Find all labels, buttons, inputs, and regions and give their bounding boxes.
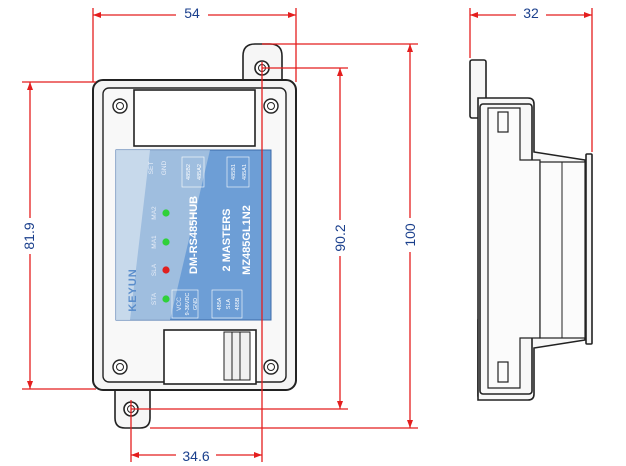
dimension-labels: 54 32 81.9 90.2 100 34.6 — [21, 5, 546, 464]
terminal-label-485b1: 485B1 — [231, 164, 237, 180]
led-sla — [162, 266, 170, 274]
terminal-label-485a: 485A — [217, 297, 223, 310]
side-view — [469, 59, 593, 401]
led-ma2 — [162, 209, 170, 217]
terminal-label-485a2: 485A2 — [197, 164, 203, 180]
led-label-sta: STA — [151, 292, 158, 305]
masters-label: 2 MASTERS — [221, 209, 233, 272]
led-label-ma2: MA2 — [151, 206, 158, 220]
terminal-label-485b: 485B — [235, 297, 241, 310]
led-ma1 — [162, 238, 170, 246]
screw-icon — [112, 98, 279, 375]
terminal-label-485a1: 485A1 — [242, 164, 248, 180]
model-text-group: DM-RS485HUB — [188, 196, 200, 274]
terminal-label-gnd-bottom: GND — [193, 298, 199, 310]
model-name: DM-RS485HUB — [188, 196, 200, 274]
front-view: DM-RS485HUB 2 MASTERS MZ485GL1N2 KEYUN M… — [92, 43, 297, 429]
terminal-label-set: SET — [148, 162, 155, 175]
brand-logo: KEYUN — [127, 268, 139, 312]
terminal-label-vcc: VCC — [176, 297, 183, 311]
terminal-label-gnd-top: GND — [161, 160, 168, 175]
dim-height-mount: 90.2 — [332, 224, 348, 251]
dim-width-side: 32 — [523, 5, 539, 21]
dim-height-total: 100 — [402, 223, 418, 247]
terminal-block-top — [133, 89, 256, 147]
dimension-arrows — [27, 12, 592, 458]
part-number: MZ485GL1N2 — [241, 205, 253, 275]
dim-height-body: 81.9 — [21, 222, 37, 249]
power-range: 9-36VDC — [185, 293, 191, 316]
led-label-ma1: MA1 — [151, 235, 158, 249]
dim-hole-offset: 34.6 — [182, 448, 209, 464]
slave-label: SLA — [226, 298, 232, 309]
led-sta — [162, 295, 170, 303]
terminal-label-485b2: 485B2 — [186, 164, 192, 180]
dim-width-front: 54 — [184, 5, 200, 21]
led-label-sla: SLA — [151, 263, 158, 276]
led-indicators — [162, 209, 170, 303]
